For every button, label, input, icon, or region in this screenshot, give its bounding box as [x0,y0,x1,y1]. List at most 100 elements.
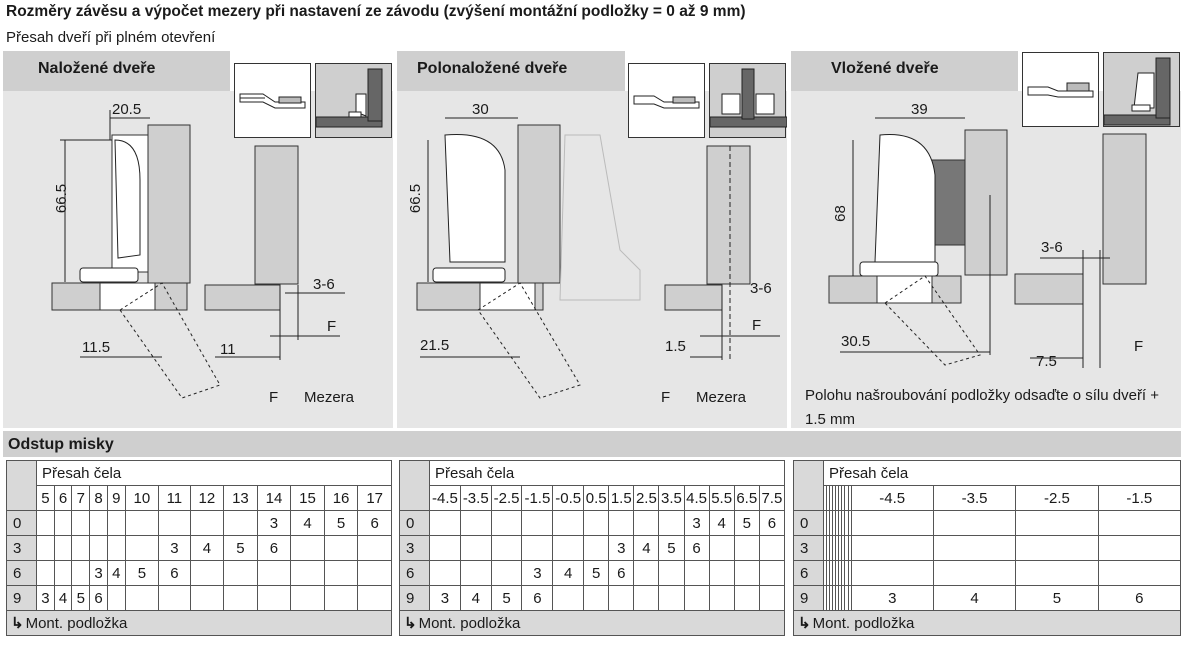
table-cell [733,585,760,611]
table-cell [758,585,786,611]
table-row: 3 [793,535,1182,561]
table-cell [608,510,635,536]
hinge-open-thumb-2 [709,63,787,138]
f-label-2: F [752,317,762,334]
column-header: 2.5 [633,485,660,511]
table-header-row: Přesah čela [6,460,392,511]
hinge-open-thumb-1 [315,63,392,138]
table-cell: 3 [683,510,710,536]
table-cell: 4 [633,535,660,561]
column-header: -3.5 [459,485,492,511]
section-title: Odstup misky [3,431,1181,457]
table-cell [158,510,191,536]
table-cell [323,585,359,611]
table-cell: 4 [708,510,735,536]
panel-title-half-overlay: Polonaložené dveře [397,51,625,91]
table-cell: 3 [36,585,55,611]
table-cell [552,585,585,611]
dim-side-3: 7.5 [1036,353,1057,370]
table-cell: 3 [256,510,292,536]
legend-f-2: F [661,389,671,406]
table-cell: 3 [608,535,635,561]
table-cell [106,535,126,561]
table-cell [1097,535,1182,561]
table-cell [223,585,258,611]
table-cell [323,560,359,586]
table-corner [6,460,37,511]
table-cell [53,510,73,536]
column-header: 6.5 [733,485,760,511]
table-cell [124,510,160,536]
gap-range-1: 3-6 [313,276,335,293]
table-cell [1097,510,1182,536]
table-corner [399,460,430,511]
table-cell [223,510,258,536]
gap-range-3: 3-6 [1041,239,1063,256]
table-cell [124,585,160,611]
table-row: 6 [793,560,1182,586]
dim-width-2: 30 [472,101,489,118]
table-cell: 6 [357,510,392,536]
column-header: 17 [357,485,392,511]
hinge-closed-thumb-1 [234,63,311,138]
table-cell [552,510,585,536]
column-header: 12 [189,485,225,511]
table-cell [256,560,292,586]
footer-label: Mont. podložka [812,615,915,632]
panel-overlay-door [3,91,393,428]
table-cell [490,535,523,561]
table-cell [850,510,934,536]
column-header: 0.5 [583,485,610,511]
hinge-open-thumb-3 [1103,52,1180,127]
table-cell [357,585,392,611]
panel-title-overlay: Naložené dveře [3,51,230,91]
dim-width-3: 39 [911,101,928,118]
corner-arrow-icon: ↳ [11,615,24,632]
table-cell: 6 [683,535,710,561]
column-header: 5 [36,485,55,511]
legend-gap-2: Mezera [696,389,747,406]
table-header-label: Přesah čela [823,460,1181,486]
table-cell [89,535,108,561]
table-cell [158,585,191,611]
table-cell [658,560,685,586]
table-footer-row: ↳Mont. podložka [793,610,1181,636]
table-footer-row: ↳Mont. podložka [399,610,785,636]
table-footer: ↳Mont. podložka [6,610,392,636]
table-cell: 6 [158,560,191,586]
table-header-label: Přesah čela [429,460,785,486]
table-cell: 6 [89,585,108,611]
table-cell: 4 [932,585,1017,611]
table-cell: 3 [521,560,554,586]
table-cell [89,510,108,536]
f-label-3: F [1134,338,1144,355]
table-cell: 4 [106,560,126,586]
column-header: 9 [106,485,126,511]
legend-f-1: F [269,389,279,406]
table-cell [429,535,461,561]
table-cell [357,560,392,586]
dim-width-1: 20.5 [112,101,142,118]
column-header: 7 [71,485,91,511]
row-label: 6 [399,560,430,586]
column-header: -4.5 [850,485,934,511]
table-cell: 5 [223,535,258,561]
column-header: -2.5 [1015,485,1099,511]
table-cell [429,510,461,536]
table-cell [733,560,760,586]
table-cell [459,535,492,561]
column-header: 11 [158,485,191,511]
table-cell [583,510,610,536]
table-cell [189,560,225,586]
table-footer-row: ↳Mont. podložka [6,610,392,636]
dim-bottom-1: 11.5 [82,339,111,356]
table-header-label: Přesah čela [36,460,392,486]
table-cell [1015,510,1099,536]
column-header: 8 [89,485,108,511]
table-cell: 5 [733,510,760,536]
